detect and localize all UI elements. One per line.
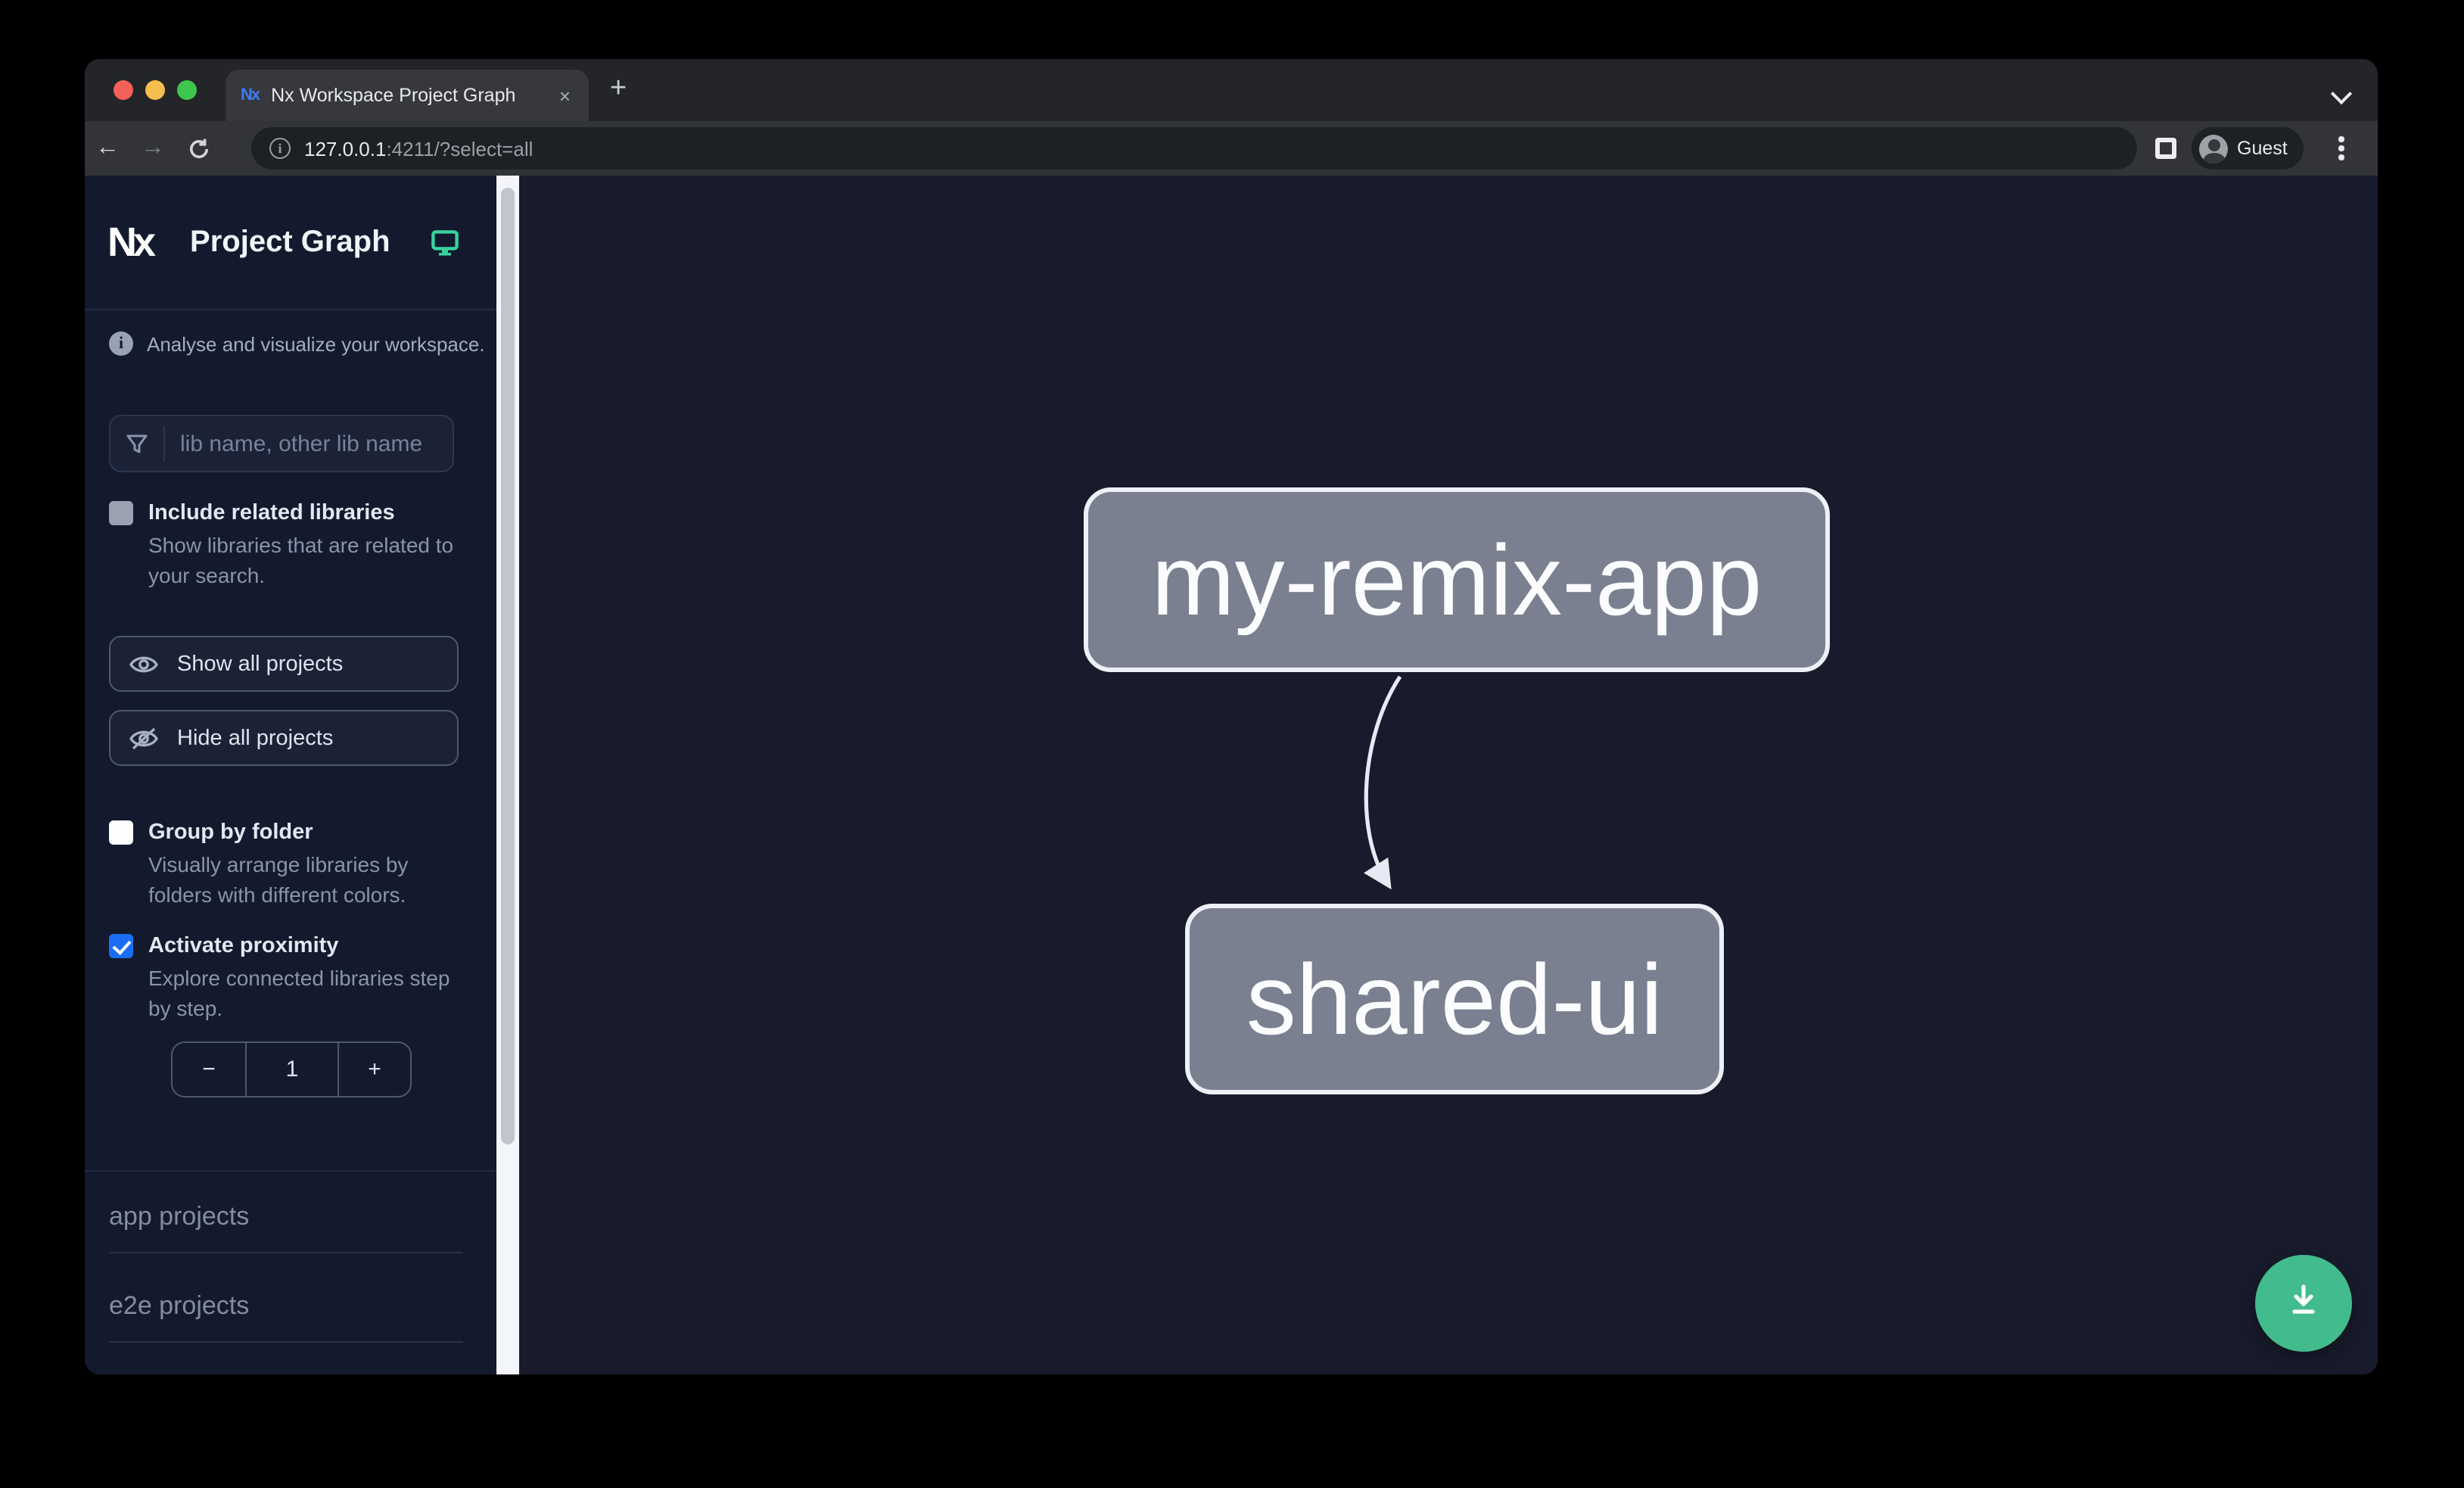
profile-button[interactable]: Guest bbox=[2192, 127, 2304, 170]
section-e2e-projects[interactable]: e2e projects bbox=[109, 1291, 463, 1343]
edge-my-remix-app-to-shared-ui bbox=[1364, 675, 1402, 890]
search-input[interactable] bbox=[165, 431, 453, 456]
option-label: Activate proximity bbox=[148, 934, 339, 958]
option-description: Visually arrange libraries by folders wi… bbox=[148, 852, 409, 906]
browser-tab[interactable]: Nx Nx Workspace Project Graph × bbox=[226, 70, 589, 121]
show-all-projects-button[interactable]: Show all projects bbox=[109, 636, 459, 692]
info-icon: i bbox=[109, 332, 133, 356]
node-label: my-remix-app bbox=[1151, 524, 1762, 636]
option-description: Explore connected libraries step by step… bbox=[148, 966, 450, 1019]
zoom-window-button[interactable] bbox=[177, 80, 197, 100]
back-button[interactable]: ← bbox=[95, 135, 120, 160]
option-group-by-folder[interactable]: Group by folder Visually arrange librari… bbox=[109, 819, 481, 910]
tagline-text: Analyse and visualize your workspace. bbox=[147, 332, 485, 355]
browser-toolbar: ← → i 127.0.0.1:4211/?select=all Guest bbox=[85, 121, 2378, 176]
graph-canvas[interactable]: my-remix-app shared-ui bbox=[519, 176, 2378, 1374]
site-info-icon[interactable]: i bbox=[269, 138, 291, 159]
sidebar-divider bbox=[85, 1170, 496, 1172]
graph-node-shared-ui[interactable]: shared-ui bbox=[1185, 904, 1724, 1094]
sidebar-scrollbar[interactable] bbox=[496, 176, 519, 1374]
tagline-row: i Analyse and visualize your workspace. bbox=[109, 332, 487, 356]
side-panel-icon[interactable] bbox=[2155, 138, 2176, 159]
forward-button: → bbox=[141, 135, 165, 160]
sidebar-header: Nx Project Graph bbox=[85, 176, 496, 310]
sidebar: Nx Project Graph i Analyse and visualize… bbox=[85, 176, 496, 1374]
tab-close-icon[interactable]: × bbox=[558, 84, 571, 107]
filter-search bbox=[109, 415, 454, 472]
nx-logo: Nx bbox=[107, 219, 156, 264]
increment-button[interactable]: + bbox=[368, 1057, 381, 1082]
hide-all-projects-button[interactable]: Hide all projects bbox=[109, 710, 459, 766]
option-activate-proximity[interactable]: Activate proximity Explore connected lib… bbox=[109, 932, 481, 1023]
browser-menu-button[interactable] bbox=[2338, 136, 2344, 163]
tab-strip: Nx Nx Workspace Project Graph × + bbox=[85, 59, 2378, 121]
eye-icon bbox=[129, 652, 159, 676]
avatar-icon bbox=[2199, 134, 2228, 163]
option-label: Group by folder bbox=[148, 820, 313, 845]
scrollbar-thumb[interactable] bbox=[501, 188, 515, 1144]
graph-node-my-remix-app[interactable]: my-remix-app bbox=[1084, 487, 1830, 672]
node-label: shared-ui bbox=[1246, 943, 1663, 1055]
button-label: Show all projects bbox=[177, 652, 344, 676]
url-text: 127.0.0.1:4211/?select=all bbox=[304, 137, 534, 160]
section-label: e2e projects bbox=[109, 1291, 250, 1320]
option-description: Show libraries that are related to your … bbox=[148, 533, 454, 587]
tab-title: Nx Workspace Project Graph bbox=[271, 85, 516, 106]
eye-off-icon bbox=[129, 726, 159, 750]
window-controls bbox=[114, 80, 197, 100]
monitor-icon[interactable] bbox=[431, 229, 459, 255]
activate-proximity-checkbox[interactable] bbox=[109, 934, 133, 958]
decrement-button[interactable]: − bbox=[202, 1057, 216, 1082]
address-bar[interactable]: i 127.0.0.1:4211/?select=all bbox=[251, 127, 2137, 170]
minimize-window-button[interactable] bbox=[145, 80, 165, 100]
option-label: Include related libraries bbox=[148, 501, 395, 525]
include-related-checkbox[interactable] bbox=[109, 501, 133, 525]
close-window-button[interactable] bbox=[114, 80, 133, 100]
section-app-projects[interactable]: app projects bbox=[109, 1202, 463, 1253]
download-icon bbox=[2284, 1280, 2323, 1327]
filter-funnel-icon bbox=[110, 425, 165, 462]
group-by-folder-checkbox[interactable] bbox=[109, 820, 133, 845]
download-graph-button[interactable] bbox=[2255, 1255, 2352, 1352]
page-title: Project Graph bbox=[190, 225, 390, 258]
nx-favicon-icon: Nx bbox=[241, 86, 260, 104]
section-label: app projects bbox=[109, 1202, 250, 1231]
profile-label: Guest bbox=[2237, 138, 2288, 159]
proximity-stepper: − 1 + bbox=[171, 1041, 412, 1097]
option-include-related[interactable]: Include related libraries Show libraries… bbox=[109, 500, 481, 590]
new-tab-button[interactable]: + bbox=[610, 73, 627, 104]
reload-button[interactable] bbox=[176, 137, 221, 160]
browser-window: Nx Nx Workspace Project Graph × + ← → i … bbox=[85, 59, 2378, 1374]
button-label: Hide all projects bbox=[177, 726, 334, 750]
page-content: Nx Project Graph i Analyse and visualize… bbox=[85, 176, 2378, 1374]
stepper-value: 1 bbox=[245, 1043, 339, 1096]
tab-search-chevron-icon[interactable] bbox=[2334, 86, 2349, 101]
